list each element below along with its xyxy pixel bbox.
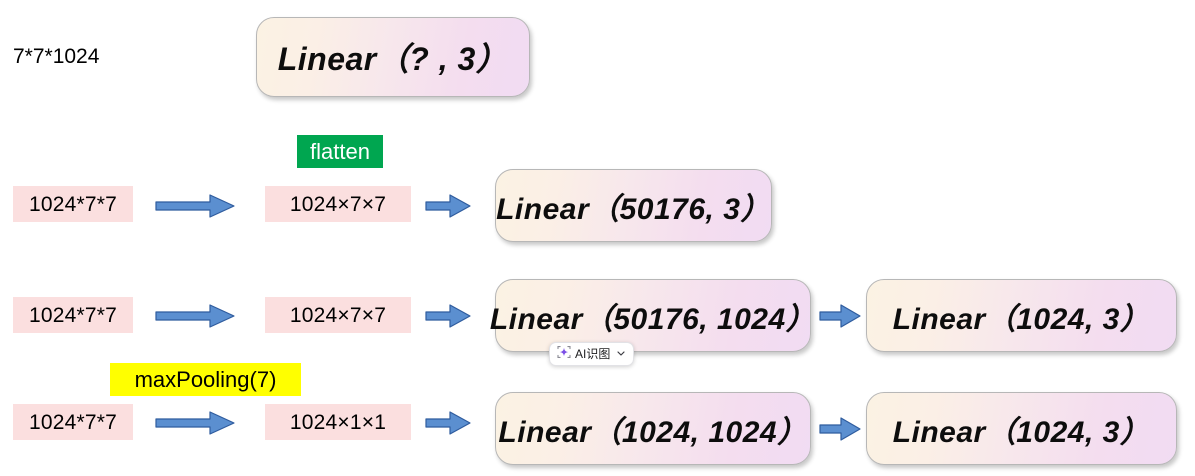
chevron-down-icon[interactable]	[616, 345, 626, 363]
linear-node-50176-3[interactable]: Linear（50176, 3）	[495, 169, 772, 242]
op-badge-flatten: flatten	[297, 135, 383, 168]
linear-node-1024-3-row3[interactable]: Linear（1024, 3）	[866, 279, 1177, 352]
linear-node-placeholder[interactable]: Linear（? , 3）	[256, 17, 530, 97]
shape-chip-row4-output: 1024×1×1	[265, 404, 411, 440]
shape-chip-row3-output: 1024×7×7	[265, 297, 411, 333]
arrow-long-row4	[155, 411, 235, 435]
shape-chip-row3-input: 1024*7*7	[13, 297, 133, 333]
ai-recognize-tooltip[interactable]: AI识图	[549, 342, 635, 366]
arrow-short-row4	[425, 411, 471, 435]
shape-chip-row2-input: 1024*7*7	[13, 186, 133, 222]
shape-chip-row4-input: 1024*7*7	[13, 404, 133, 440]
ai-recognize-label: AI识图	[575, 347, 611, 361]
ai-sparkle-icon	[557, 345, 571, 364]
arrow-short-row4-second	[819, 417, 861, 441]
linear-node-1024-1024[interactable]: Linear（1024, 1024）	[495, 392, 811, 465]
arrow-long-row3	[155, 304, 235, 328]
linear-node-1024-3-row4[interactable]: Linear（1024, 3）	[866, 392, 1177, 465]
arrow-short-row3	[425, 304, 471, 328]
shape-chip-row2-output: 1024×7×7	[265, 186, 411, 222]
arrow-long-row2	[155, 194, 235, 218]
input-shape-label: 7*7*1024	[13, 45, 100, 68]
linear-node-50176-1024[interactable]: Linear（50176, 1024）	[490, 279, 816, 352]
arrow-short-row2	[425, 194, 471, 218]
arrow-short-row3-second	[819, 304, 861, 328]
op-badge-maxpooling: maxPooling(7)	[110, 363, 301, 396]
